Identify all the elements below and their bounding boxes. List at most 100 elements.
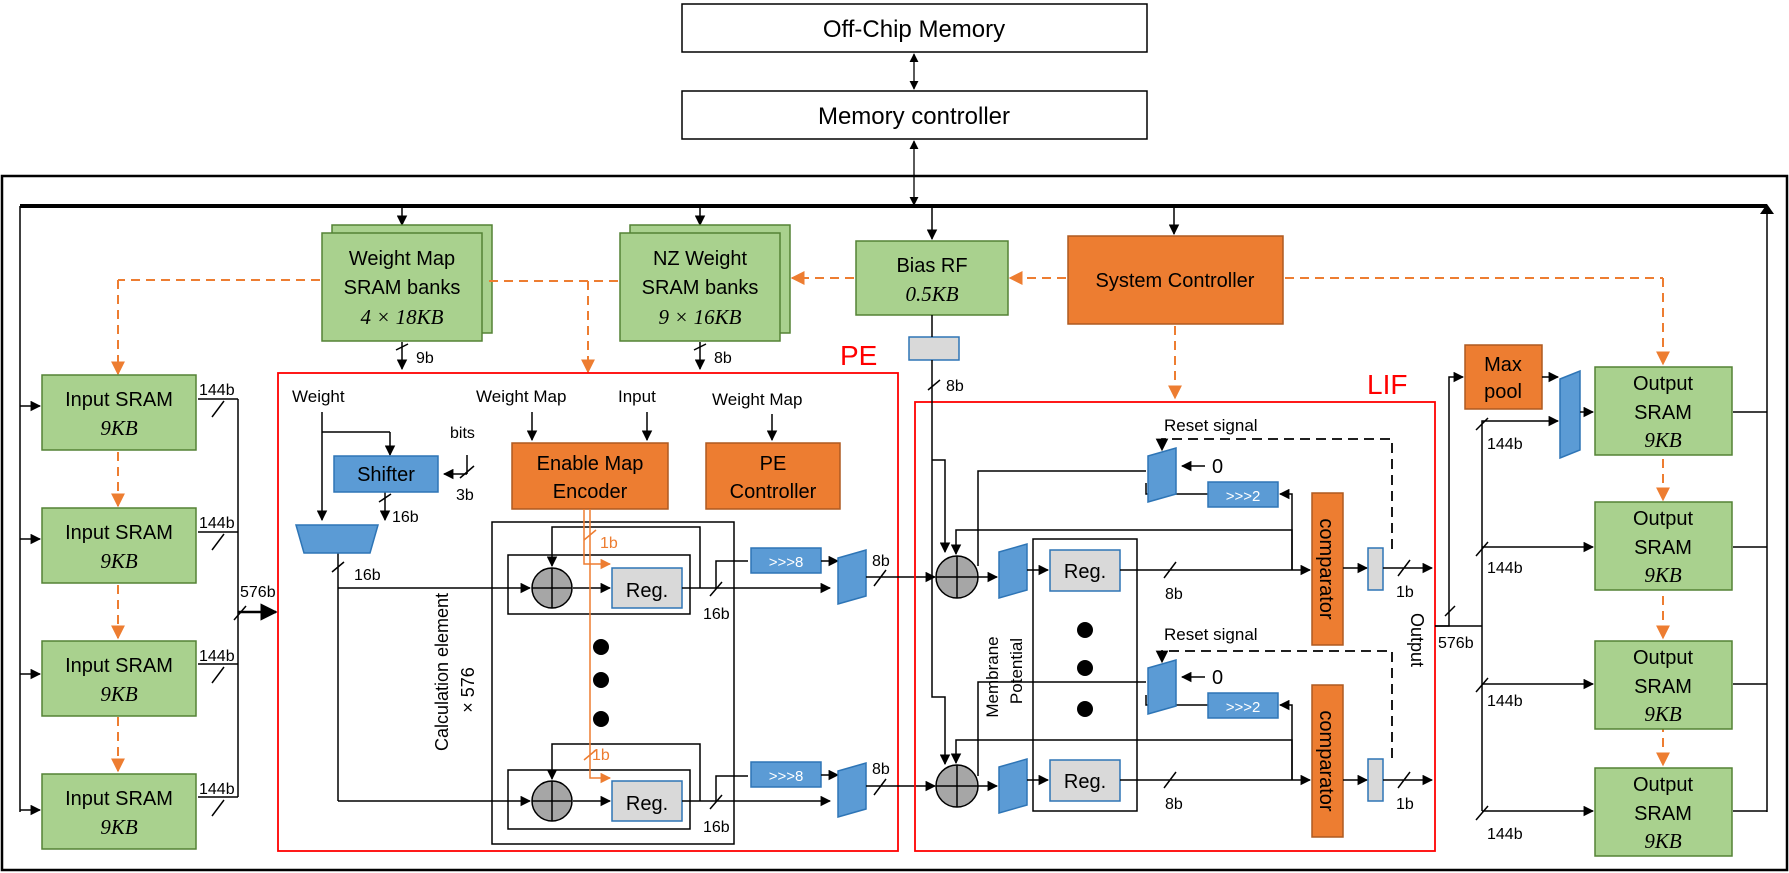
system-controller-block: System Controller [1067, 235, 1284, 325]
mux-out-width: 16b [354, 567, 381, 584]
lif-shift2-top: >>>2 [1207, 481, 1279, 508]
lif-shift2-bottom: >>>2 [1207, 692, 1279, 719]
shifter-bits-width: 3b [456, 487, 474, 504]
control-signals [111, 271, 1670, 773]
ellipsis-dot [1077, 660, 1093, 676]
input-sram-block: Input SRAM 9KB 144b [41, 374, 235, 451]
output-sram-subtitle: SRAM [1634, 803, 1692, 825]
membrane-label: Membrane [983, 636, 1002, 717]
input-sram-size: 9KB [100, 682, 138, 706]
input-sram-bus-width: 144b [199, 648, 235, 665]
bias-bus-width: 8b [946, 378, 964, 395]
output-sram-subtitle: SRAM [1634, 676, 1692, 698]
memory-controller-block: Memory controller [681, 90, 1148, 140]
system-controller-label: System Controller [1096, 270, 1255, 292]
zero-constant: 0 [1212, 456, 1223, 478]
input-label: Input [618, 387, 656, 406]
lif-adder-top [935, 555, 979, 599]
lif-adder-bottom [935, 764, 979, 808]
enable-map-encoder-block: Enable Map Encoder [511, 442, 669, 510]
lif-reg-out-width: 8b [1165, 586, 1183, 603]
nz-weight-sram-block: NZ Weight SRAM banks 9 × 16KB [619, 224, 791, 342]
nz-weight-subtitle: SRAM banks [642, 277, 759, 299]
bias-rf-block: Bias RF 0.5KB [855, 240, 1009, 316]
weight-map-title: Weight Map [349, 248, 455, 270]
output-sram-subtitle: SRAM [1634, 402, 1692, 424]
comparator-label-bottom: comparator [1315, 710, 1337, 811]
nz-weight-bus-width: 8b [714, 350, 732, 367]
input-sram-block: Input SRAM 9KB 144b [41, 640, 235, 717]
membrane-potential-block [1032, 538, 1138, 812]
reset-signal-label: Reset signal [1164, 416, 1258, 435]
input-sram-size: 9KB [100, 549, 138, 573]
input-sram-size: 9KB [100, 815, 138, 839]
shift2-label-bottom: >>>2 [1226, 699, 1261, 716]
shifter-label: Shifter [357, 464, 415, 486]
output-sram-title: Output [1633, 508, 1693, 530]
input-bus-width: 576b [240, 584, 276, 601]
pe-out-width: 8b [872, 553, 890, 570]
input-concat-bus [198, 398, 278, 798]
output-sram-width-2: 144b [1487, 560, 1523, 577]
input-sram-title: Input SRAM [65, 788, 173, 810]
memory-controller-label: Memory controller [818, 103, 1010, 130]
reset-mux-top [1147, 447, 1177, 503]
input-sram-title: Input SRAM [65, 389, 173, 411]
pe-controller-input-label: Weight Map [712, 390, 802, 409]
output-sram-title: Output [1633, 373, 1693, 395]
weight-map-subtitle: SRAM banks [344, 277, 461, 299]
input-sram-bus-width: 144b [199, 515, 235, 532]
output-mux [1559, 369, 1581, 460]
calc-element-count: × 576 [458, 667, 478, 713]
pe-controller-block: PE Controller [705, 442, 841, 510]
lif-mux-a-top [998, 543, 1028, 599]
calc-unit-bottom: Reg. [338, 743, 832, 830]
shifter-block: Shifter [333, 455, 439, 493]
pe-register-label: Reg. [626, 580, 668, 602]
lif-register-label: Reg. [1064, 561, 1106, 583]
input-sram-bus-width: 144b [199, 382, 235, 399]
weight-input-label: Weight [292, 387, 345, 406]
input-sram-title: Input SRAM [65, 655, 173, 677]
offchip-memory-label: Off-Chip Memory [823, 16, 1005, 43]
pe-region [277, 372, 899, 852]
pe-region-label: PE [840, 340, 877, 371]
lif-reg-out-width-bottom: 8b [1165, 796, 1183, 813]
bias-rf-size: 0.5KB [905, 282, 958, 306]
input-sram-bus-width: 144b [199, 781, 235, 798]
spike-register-bottom [1367, 758, 1384, 802]
zero-constant-bottom: 0 [1212, 667, 1223, 689]
ellipsis-dot [1077, 701, 1093, 717]
input-sram-size: 9KB [100, 416, 138, 440]
spike-out-width-bottom: 1b [1396, 796, 1414, 813]
output-sram-width-1: 144b [1487, 436, 1523, 453]
shift8-label-bottom: >>>8 [769, 768, 804, 785]
pe-register-label-bottom: Reg. [626, 793, 668, 815]
comparator-label: comparator [1315, 518, 1337, 619]
output-sram-size: 9KB [1644, 702, 1682, 726]
pe-shift8-top: >>>8 [750, 547, 822, 574]
input-sram-title: Input SRAM [65, 522, 173, 544]
pe-mux-bottom [837, 762, 867, 818]
shift2-label: >>>2 [1226, 488, 1261, 505]
output-sram-width-4: 144b [1487, 826, 1523, 843]
enable-bit-width: 1b [600, 535, 618, 552]
lif-mux-a-bottom [998, 758, 1028, 814]
pe-out-width-bottom: 8b [872, 761, 890, 778]
lif-register-top: Reg. [1049, 549, 1121, 592]
calc-unit-top: Reg. [338, 526, 832, 615]
comparator-top: comparator [1311, 492, 1344, 646]
ellipsis-dot [593, 639, 609, 655]
max-pool-title: Max [1484, 354, 1522, 376]
ellipsis-dot [1077, 622, 1093, 638]
offchip-memory-block: Off-Chip Memory [681, 3, 1148, 53]
lif-register-label-bottom: Reg. [1064, 771, 1106, 793]
comparator-bottom: comparator [1311, 684, 1344, 838]
weight-map-size: 4 × 18KB [360, 305, 443, 329]
output-sram-size: 9KB [1644, 428, 1682, 452]
